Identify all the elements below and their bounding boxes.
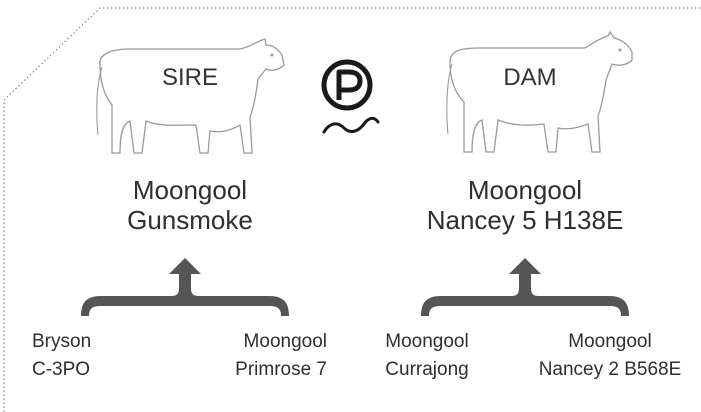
sire-name-line2: Gunsmoke [127,205,253,235]
sire-parent-2-line1: Moongool [243,331,327,352]
dam-parent-2-line2: Nancey 2 B568E [538,359,682,380]
dam-tag: DAM [503,64,557,91]
dam-parent-1-line1: Moongool [385,331,469,352]
polled-p-logo-icon [321,59,380,134]
sire-parent-1-line1: Bryson [32,331,92,352]
sire-bull-outline-icon [96,38,285,154]
sire-bracket-arrow [81,258,289,316]
sire-parent-2-line2: Primrose 7 [235,359,327,380]
dam-name-line2: Nancey 5 H138E [426,205,624,235]
sire-name-line1: Moongool [132,175,248,205]
dam-parent-2-line1: Moongool [568,331,652,352]
dam-parent-1-line2: Currajong [385,359,469,380]
dam-cow-outline-icon [446,30,633,153]
sire-parent-1-line2: C-3PO [32,359,91,380]
sire-name: Moongool Gunsmoke [90,175,290,235]
sire-parent-2: Moongool Primrose 7 [205,328,327,384]
sire-parent-1: Bryson C-3PO [32,328,91,384]
dam-parent-2: Moongool Nancey 2 B568E [525,328,695,384]
dam-name: Moongool Nancey 5 H138E [405,175,645,235]
sire-tag: SIRE [161,64,218,91]
dam-parent-1: Moongool Currajong [372,328,482,384]
dam-bracket-arrow [421,258,629,316]
dam-name-line1: Moongool [467,175,583,205]
